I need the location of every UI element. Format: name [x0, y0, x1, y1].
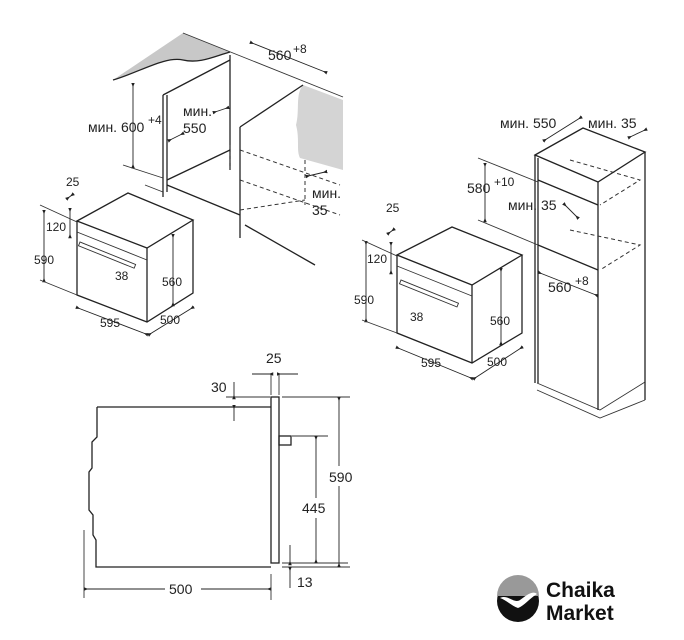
cabinet-depth-label-1: мин.	[183, 103, 212, 119]
vent-label-1: мин.	[312, 185, 341, 201]
cabinet-depth-label-2: 550	[183, 120, 207, 136]
niche-height-label: 580	[467, 180, 491, 196]
tall-vent-label: мин. 35	[508, 197, 557, 213]
oven-panel-height: 120	[367, 252, 387, 266]
total-height: 590	[329, 469, 353, 485]
bottom-offset: 13	[297, 574, 313, 590]
logo-text-line1: Chaika	[546, 579, 615, 602]
oven-isometric-left: 25 120 590 38 560 595 500	[34, 175, 195, 337]
oven-width: 595	[100, 316, 120, 330]
door-thickness: 25	[266, 350, 282, 366]
tall-width-label: 560	[548, 279, 572, 295]
oven-handle-depth: 38	[115, 269, 129, 283]
oven-isometric-right: 25 120 590 38 560 595 500	[354, 201, 524, 381]
chaika-market-logo: Chaika Market	[497, 575, 615, 625]
oven-top-gap: 25	[66, 175, 80, 189]
oven-body-height: 560	[490, 314, 510, 328]
oven-side-view: 25 30 590 445 13 500	[83, 350, 353, 600]
niche-height-tolerance: +10	[494, 175, 515, 189]
tall-back-gap-label: мин. 35	[588, 115, 637, 131]
countertop-left	[113, 33, 230, 80]
top-offset: 30	[211, 379, 227, 395]
cabinet-height-label: мин. 600	[88, 119, 145, 135]
body-depth: 500	[169, 581, 193, 597]
oven-handle-depth: 38	[410, 310, 424, 324]
handle-height: 445	[302, 500, 326, 516]
cabinet-width-tolerance: +8	[293, 42, 307, 56]
oven-body-height: 560	[162, 275, 182, 289]
tall-cabinet: мин. 550 мин. 35 580 +10 мин. 35 560 +8	[467, 115, 648, 419]
cabinet-height-tolerance: +4	[148, 113, 162, 127]
cabinet-width-label: 560	[268, 47, 292, 63]
oven-panel-height: 120	[46, 220, 66, 234]
oven-height: 590	[34, 253, 54, 267]
undercounter-cabinet: мин. 600 +4 мин. 550 560 +8 мин. 35	[88, 32, 344, 266]
oven-depth: 500	[487, 355, 507, 369]
oven-width: 595	[421, 356, 441, 370]
vent-label-2: 35	[312, 202, 328, 218]
oven-top-gap: 25	[386, 201, 400, 215]
tall-width-tolerance: +8	[575, 274, 589, 288]
oven-height: 590	[354, 293, 374, 307]
countertop-right	[296, 85, 343, 170]
tall-depth-label: мин. 550	[500, 115, 557, 131]
logo-text-line2: Market	[546, 602, 614, 625]
oven-depth: 500	[160, 313, 180, 327]
